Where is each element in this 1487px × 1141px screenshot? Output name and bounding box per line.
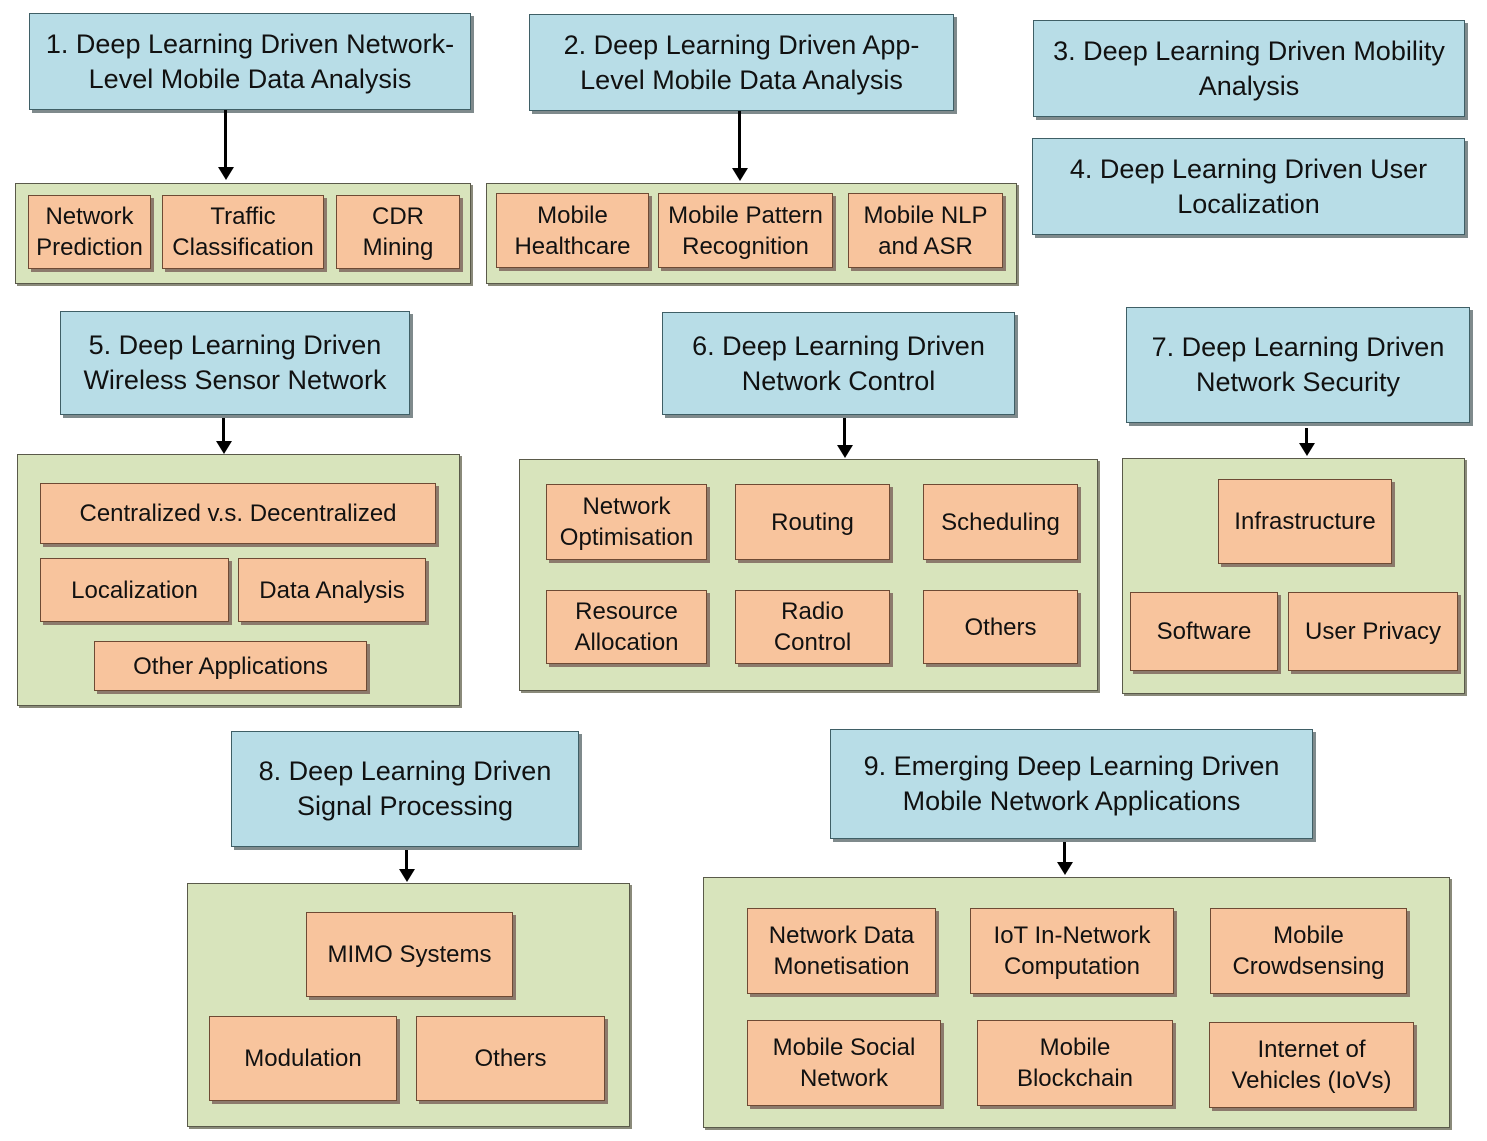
section-9-header: 9. Emerging Deep Learning Driven Mobile … (830, 729, 1313, 839)
section-7-title: 7. Deep Learning Driven Network Security (1151, 332, 1445, 397)
section-7-item-2: Software (1130, 592, 1278, 671)
section-6-title: 6. Deep Learning Driven Network Control (692, 330, 985, 396)
section-6-arrow-head (837, 445, 853, 458)
section-6-arrow (843, 418, 846, 446)
section-8-item-3: Others (416, 1016, 605, 1101)
section-8-arrow (405, 850, 408, 870)
section-1-arrow-head (218, 167, 234, 180)
section-7-item-3: User Privacy (1288, 592, 1458, 671)
section-5-item-2: Localization (40, 558, 229, 622)
section-4-header: 4. Deep Learning Driven User Localizatio… (1032, 138, 1465, 235)
section-6-item-3: Scheduling (923, 484, 1078, 560)
section-5-item-1: Centralized v.s. Decentralized (40, 483, 436, 544)
section-8-header: 8. Deep Learning Driven Signal Processin… (231, 731, 579, 847)
section-2-item-2: Mobile Pattern Recognition (658, 193, 833, 268)
section-9-item-2: IoT In-Network Computation (970, 908, 1174, 994)
section-9-item-6: Internet of Vehicles (IoVs) (1209, 1022, 1414, 1108)
section-2-item-1: Mobile Healthcare (496, 193, 649, 268)
section-9-item-5: Mobile Blockchain (977, 1020, 1173, 1106)
section-7-item-1: Infrastructure (1218, 479, 1392, 564)
section-4-title: 4. Deep Learning Driven User Localizatio… (1069, 153, 1428, 219)
section-7-arrow (1305, 428, 1308, 444)
section-8-item-2: Modulation (209, 1016, 397, 1101)
section-5-title: 5. Deep Learning Driven Wireless Sensor … (83, 330, 387, 395)
section-9-title: 9. Emerging Deep Learning Driven Mobile … (863, 751, 1280, 816)
section-2-item-3: Mobile NLP and ASR (848, 193, 1003, 268)
section-6-item-4: Resource Allocation (546, 590, 707, 664)
section-2-arrow (738, 111, 741, 169)
section-9-item-1: Network Data Monetisation (747, 908, 936, 994)
section-1-item-3: CDR Mining (336, 195, 460, 269)
section-9-item-4: Mobile Social Network (747, 1020, 941, 1106)
section-5-arrow-head (216, 441, 232, 454)
section-1-header: 1. Deep Learning Driven Network- Level M… (29, 13, 471, 110)
section-6-item-5: Radio Control (735, 590, 890, 664)
section-8-arrow-head (399, 869, 415, 882)
section-2-arrow-head (732, 168, 748, 181)
section-8-title: 8. Deep Learning Driven Signal Processin… (258, 756, 552, 821)
section-1-item-1: Network Prediction (28, 195, 151, 269)
section-5-item-4: Other Applications (94, 641, 367, 691)
section-9-arrow (1063, 842, 1066, 863)
section-6-header: 6. Deep Learning Driven Network Control (662, 312, 1015, 415)
section-5-item-3: Data Analysis (238, 558, 426, 622)
section-6-item-2: Routing (735, 484, 890, 560)
section-1-item-2: Traffic Classification (162, 195, 324, 269)
section-9-item-3: Mobile Crowdsensing (1210, 908, 1407, 994)
section-1-arrow (224, 110, 227, 168)
section-5-header: 5. Deep Learning Driven Wireless Sensor … (60, 311, 410, 415)
section-3-title: 3. Deep Learning Driven Mobility Analysi… (1053, 35, 1445, 101)
section-7-arrow-head (1299, 443, 1315, 456)
section-5-arrow (222, 418, 225, 442)
section-2-title: 2. Deep Learning Driven App- Level Mobil… (563, 29, 920, 95)
section-2-header: 2. Deep Learning Driven App- Level Mobil… (529, 14, 954, 111)
section-8-item-1: MIMO Systems (306, 912, 513, 997)
section-9-arrow-head (1057, 862, 1073, 875)
section-1-title: 1. Deep Learning Driven Network- Level M… (45, 28, 455, 94)
section-6-item-6: Others (923, 590, 1078, 664)
section-6-item-1: Network Optimisation (546, 484, 707, 560)
section-3-header: 3. Deep Learning Driven Mobility Analysi… (1033, 20, 1465, 117)
section-7-header: 7. Deep Learning Driven Network Security (1126, 307, 1470, 423)
